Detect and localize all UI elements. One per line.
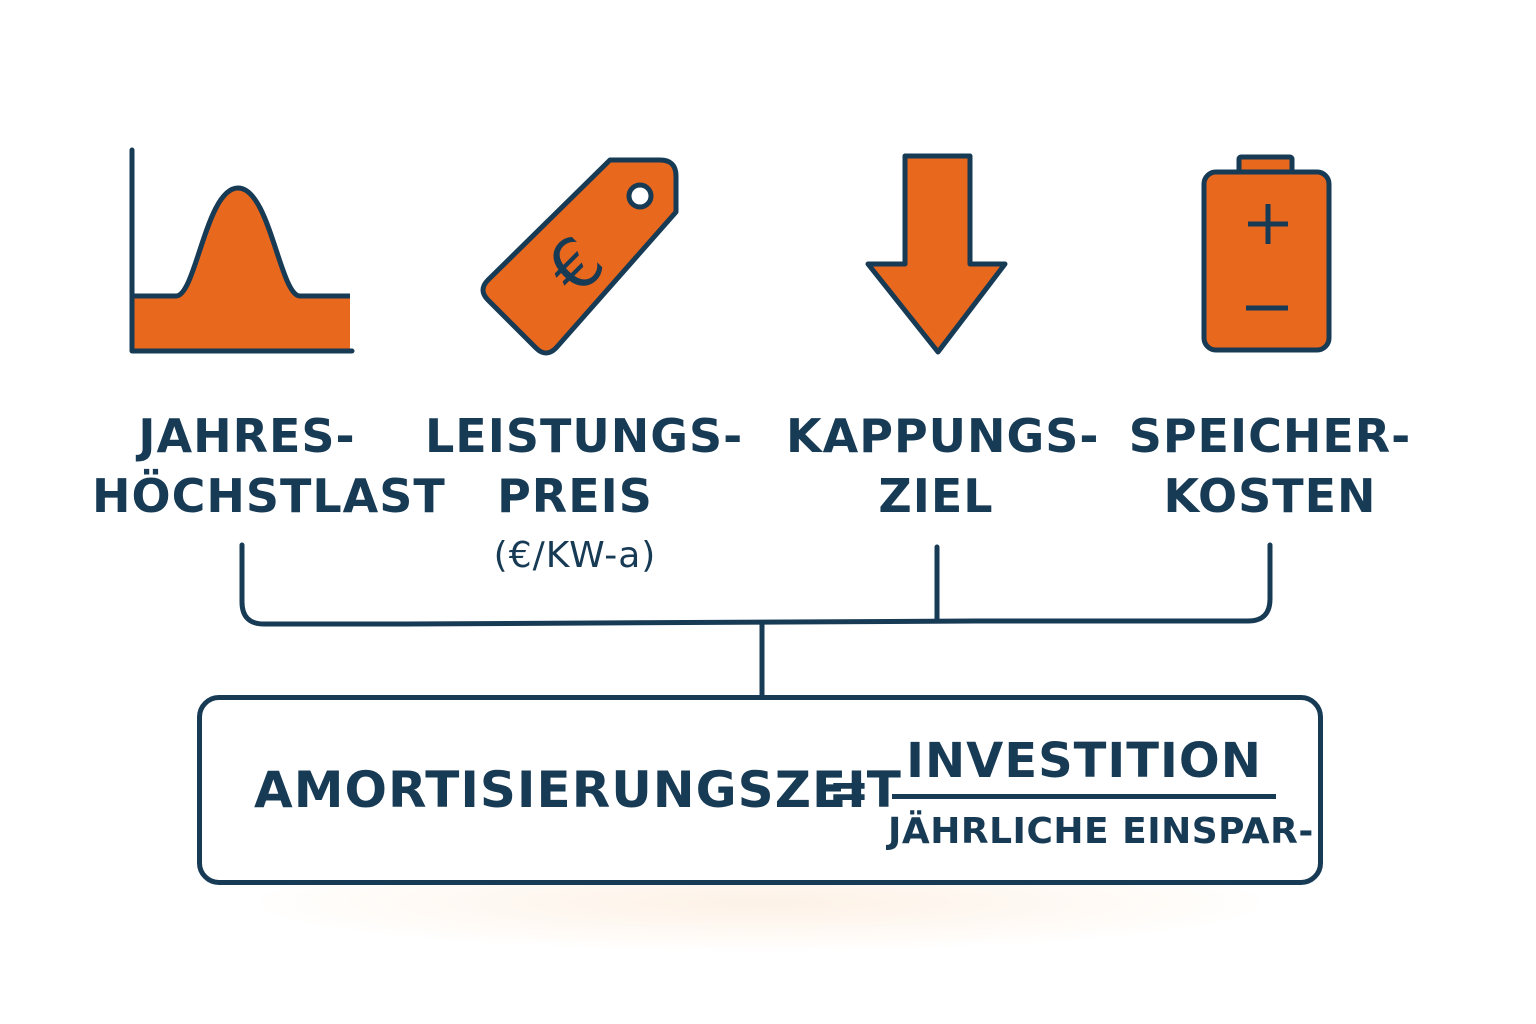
formula-result: AMORTISIERUNGSZEIT bbox=[254, 761, 902, 819]
factor-label-line: HÖCHSTLAST bbox=[92, 469, 446, 523]
down-arrow-icon bbox=[865, 153, 1008, 355]
formula-numerator: INVESTITION bbox=[906, 733, 1262, 789]
factor-label-line: KAPPUNGS- bbox=[786, 409, 1100, 463]
formula-denominator: JÄHRLICHE EINSPAR- bbox=[888, 811, 1314, 852]
factor-label-line: PREIS bbox=[497, 469, 653, 523]
factor-label-line: KOSTEN bbox=[1163, 469, 1377, 523]
formula-operator: = bbox=[828, 761, 870, 819]
factor-label-line: SPEICHER- bbox=[1128, 409, 1412, 463]
factor-label-peak-load: JAHRES- HÖCHSTLAST bbox=[92, 406, 446, 526]
factor-unit: (€/KW-a) bbox=[493, 535, 657, 576]
factor-label-storage-cost: SPEICHER- KOSTEN bbox=[1125, 406, 1415, 526]
load-curve-icon bbox=[129, 147, 355, 354]
factor-label-capacity-price: LEISTUNGS- PREIS (€/KW-a) bbox=[425, 406, 744, 584]
factor-label-capping-target: KAPPUNGS- ZIEL bbox=[786, 406, 1100, 526]
connector-lines bbox=[239, 542, 1273, 698]
formula-box bbox=[197, 695, 1323, 885]
euro-price-tag-icon: € bbox=[480, 157, 679, 356]
factor-label-line: LEISTUNGS- bbox=[425, 409, 744, 463]
factor-label-line: JAHRES- bbox=[138, 409, 356, 463]
fraction-bar bbox=[892, 794, 1276, 799]
factor-label-line: ZIEL bbox=[878, 469, 994, 523]
battery-icon bbox=[1201, 154, 1332, 353]
